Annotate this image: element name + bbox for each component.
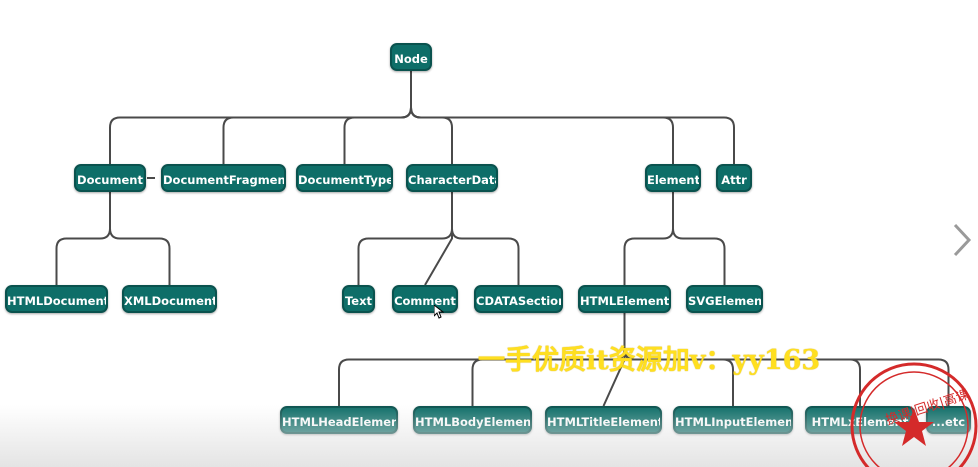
node-attr: Attr (716, 164, 752, 192)
edge-htmlelement-etc (623, 313, 950, 406)
node-xmldocument: XMLDocument (122, 285, 217, 313)
node-htmldocument: HTMLDocument (5, 285, 108, 313)
node-documentfragment: DocumentFragment (161, 164, 286, 192)
node-htmlbodyelement: HTMLBodyElement (413, 406, 532, 434)
edge-node-documenttype (343, 71, 412, 164)
edge-characterdata-text (357, 192, 453, 285)
node-document: Document (74, 164, 146, 192)
node-characterdata: CharacterData (406, 164, 498, 192)
node-documenttype: DocumentType (296, 164, 393, 192)
seal-stamp: 换课|回收|高课 (850, 362, 978, 467)
node-htmlinputelement: HTMLInputElement (673, 406, 793, 434)
chevron-right-icon[interactable] (950, 222, 974, 258)
node-text: Text (342, 285, 375, 313)
node-cdatasection: CDATASection (474, 285, 563, 313)
node-htmltitleelement: HTMLTitleElement (545, 406, 662, 434)
node-comment: Comment (392, 285, 458, 313)
mouse-cursor-icon (434, 305, 444, 319)
edge-node-attr (410, 71, 735, 164)
edge-document-htmldocument (55, 192, 111, 285)
node-node: Node (390, 43, 432, 71)
edge-document-xmldocument (109, 192, 171, 285)
node-htmlelement: HTMLElement (578, 285, 671, 313)
watermark-text: 一手优质it资源加v：yy163 (478, 345, 821, 376)
edge-element-svgelement (672, 192, 726, 285)
node-element: Element (645, 164, 701, 192)
node-svgelement: SVGElement (686, 285, 763, 313)
edge-element-htmlelement (623, 192, 674, 285)
edge-characterdata-cdatasection (451, 192, 520, 285)
node-htmlheadelement: HTMLHeadElement (280, 406, 398, 434)
